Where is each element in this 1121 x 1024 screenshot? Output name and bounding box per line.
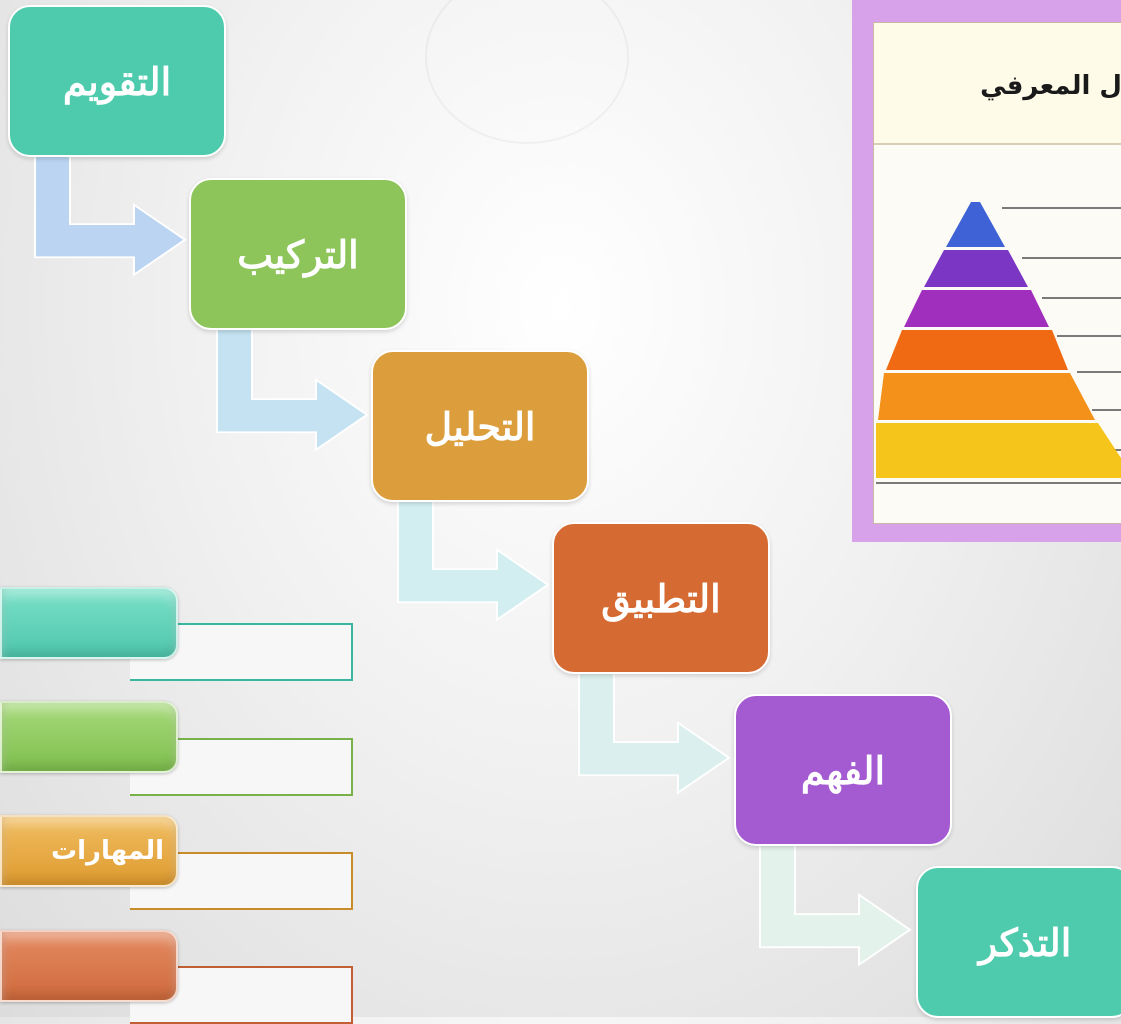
pyramid-panel: ل المعرفي [852,0,1121,542]
side-tab-1 [0,587,178,659]
pyramid-level-6 [946,202,1005,247]
step-remembering: التذكر [916,866,1121,1018]
pyramid-header: ل المعرفي [874,23,1121,145]
step-remembering-label: التذكر [978,919,1072,965]
side-tab-2 [0,701,178,773]
step-evaluation: التقويم [8,5,226,157]
pyramid-level-1 [876,423,1121,478]
skills-tab-label: المهارات [50,836,164,866]
step-application: التطبيق [552,522,770,674]
pyramid-title: ل المعرفي [980,71,1121,101]
step-synthesis: التركيب [189,178,407,330]
pyramid-level-5 [924,250,1028,287]
step-evaluation-label: التقويم [62,58,172,104]
pyramid-level-4 [904,290,1049,327]
side-tab-4 [0,930,178,1002]
step-analysis: التحليل [371,350,589,502]
step-application-label: التطبيق [601,575,721,621]
step-comprehension: الفهم [734,694,952,846]
step-analysis-label: التحليل [424,403,536,449]
skills-tab: المهارات [0,815,178,887]
pyramid-graphic [876,202,1121,484]
connector-arrow-2 [216,325,369,452]
step-synthesis-label: التركيب [237,231,359,277]
step-comprehension-label: الفهم [800,747,886,793]
connector-arrow-5 [759,840,912,967]
connector-arrow-1 [34,150,187,277]
pyramid-level-3 [886,330,1068,370]
connector-arrow-4 [578,668,731,795]
connector-arrow-3 [397,495,550,622]
background-watermark [425,0,629,144]
pyramid-level-2 [878,373,1095,420]
